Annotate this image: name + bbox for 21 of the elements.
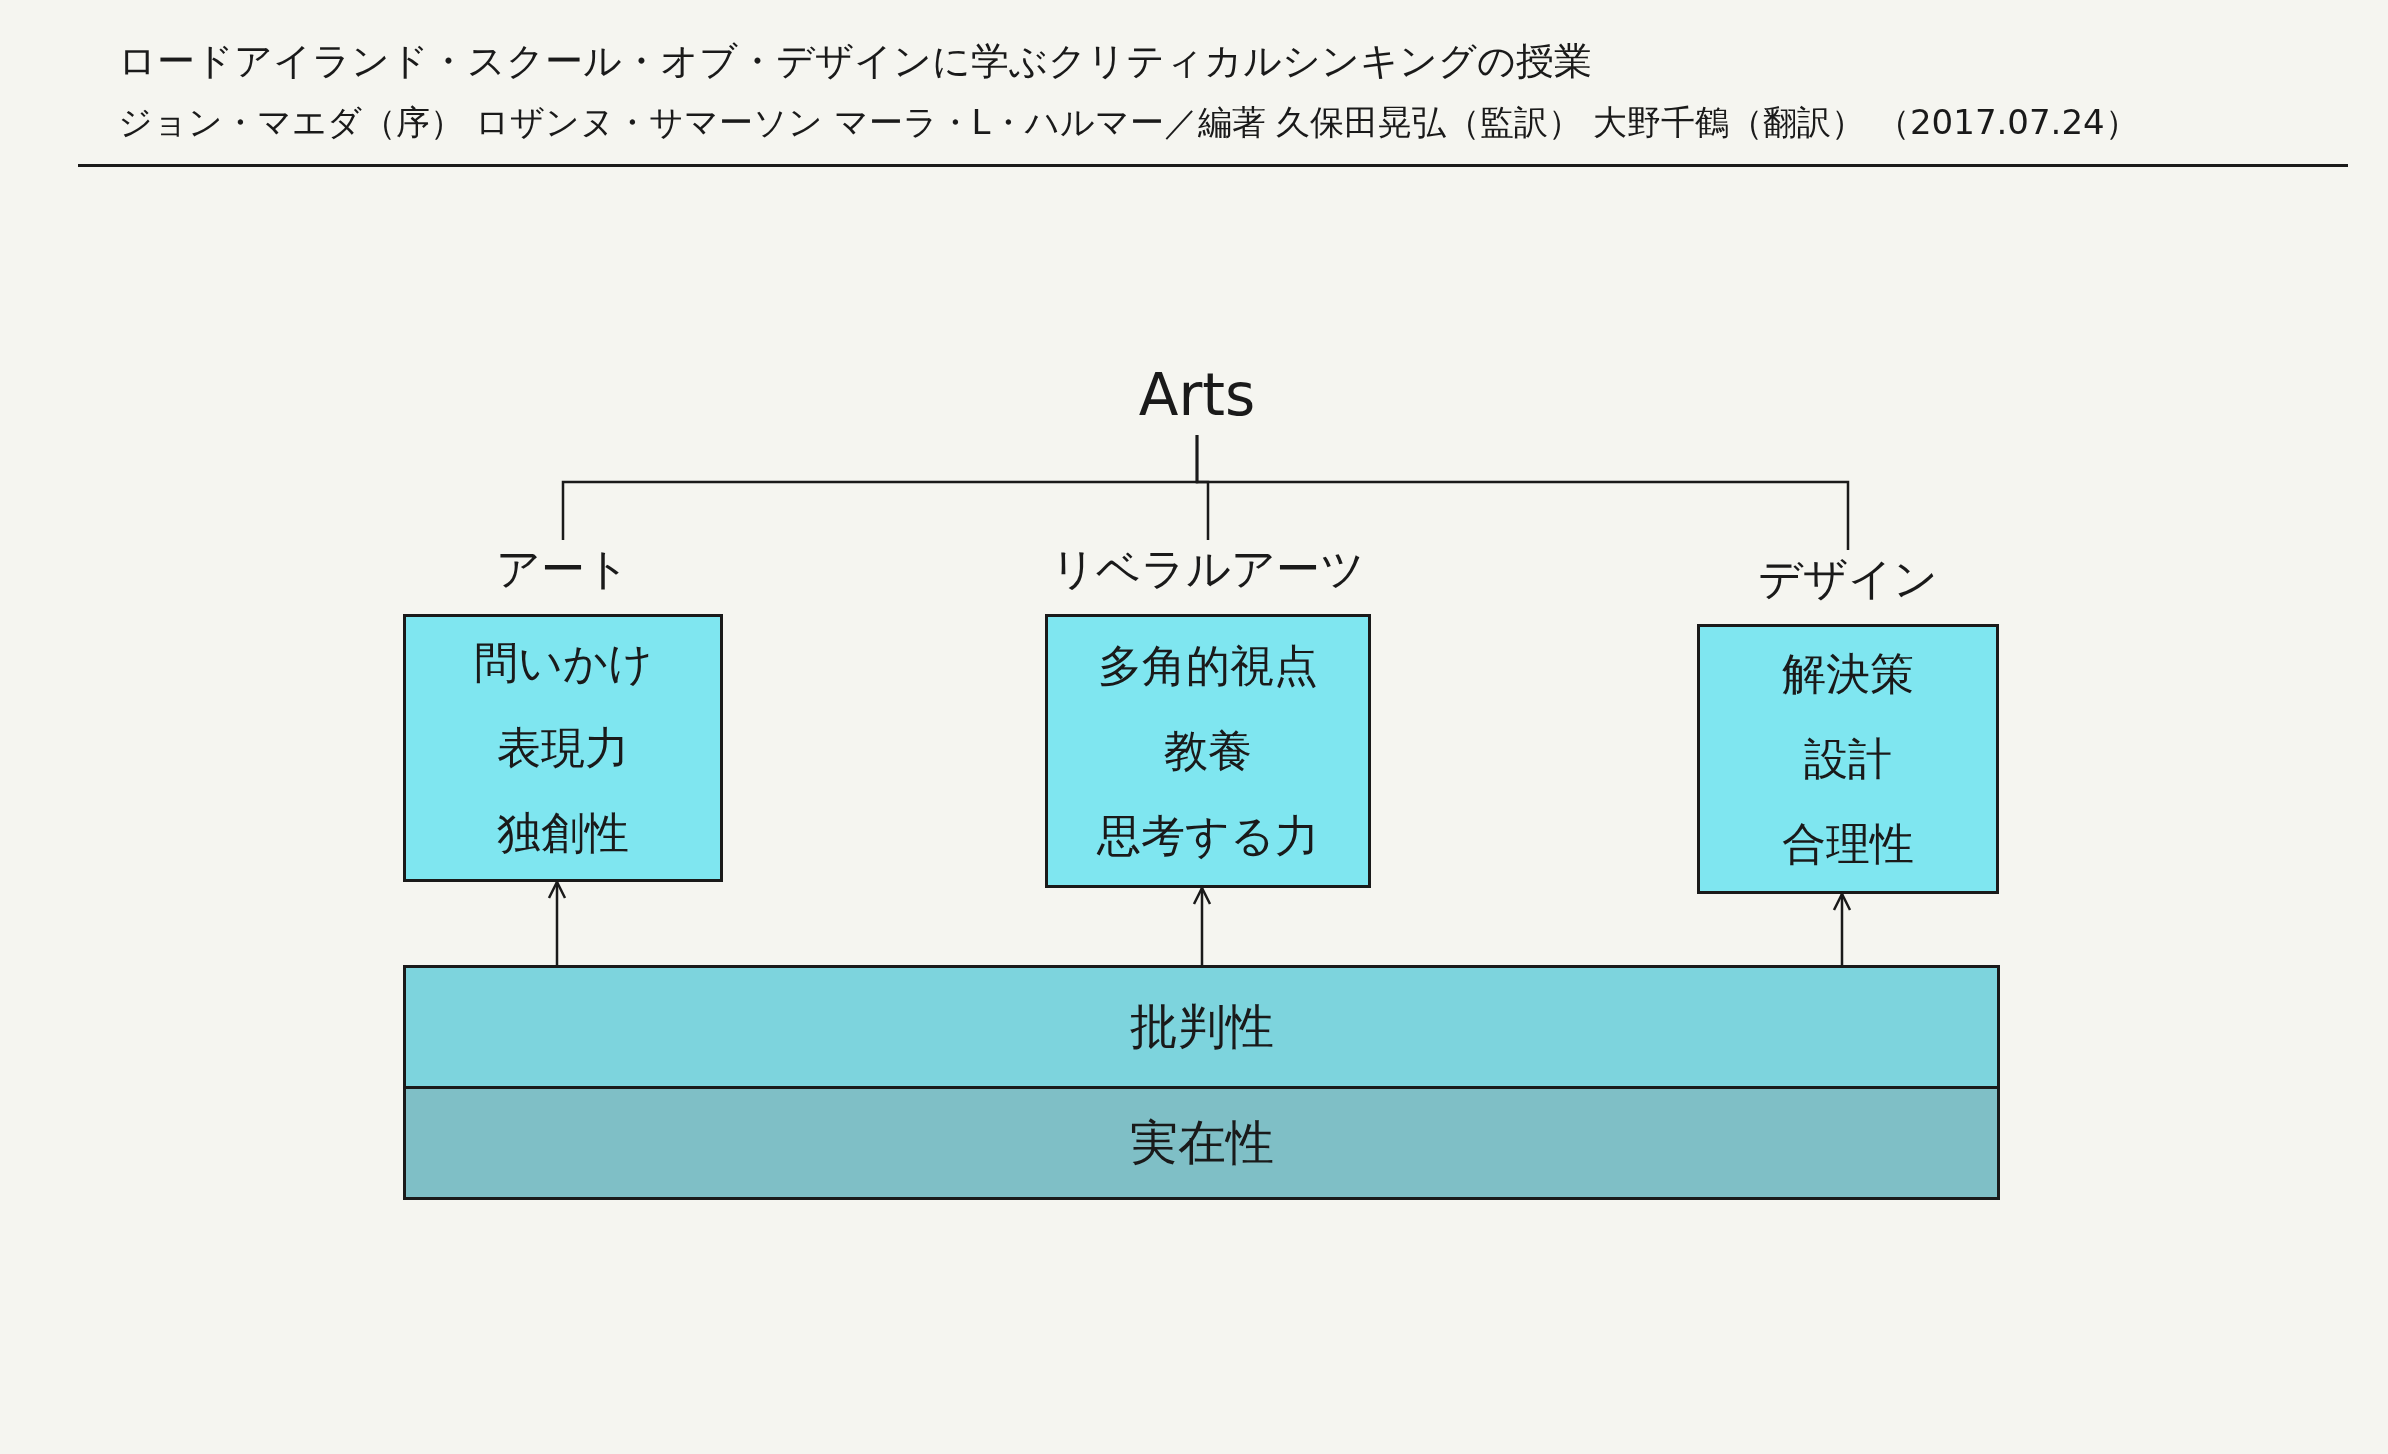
category-heading: リベラルアーツ xyxy=(1050,542,1366,596)
arrow xyxy=(1832,892,1852,965)
box-item: 解決策 xyxy=(1782,646,1914,701)
category-heading: アート xyxy=(495,542,631,596)
tree-connector xyxy=(1195,435,1850,550)
box-item: 合理性 xyxy=(1782,816,1914,871)
byline: ジョン・マエダ（序） ロザンヌ・サマーソン マーラ・L・ハルマー／編著 久保田晃弘（監訳） 大野千鶴（翻訳） （2017.07.24） xyxy=(118,101,2139,144)
box-item: 教養 xyxy=(1164,723,1252,778)
arrow xyxy=(1192,886,1212,965)
title: ロードアイランド・スクール・オブ・デザインに学ぶクリティカルシンキングの授業 xyxy=(118,38,1592,85)
box-item: 設計 xyxy=(1804,731,1892,786)
arrow xyxy=(547,880,567,965)
box-item: 多角的視点 xyxy=(1098,638,1318,693)
category-heading: デザイン xyxy=(1757,552,1939,606)
layer-band: 批判性 xyxy=(403,965,2000,1089)
box-item: 表現力 xyxy=(497,720,629,775)
box-item: 思考する力 xyxy=(1097,808,1319,863)
box-item: 独創性 xyxy=(497,805,629,860)
heading-text: Arts xyxy=(1097,355,1297,435)
layer-band: 実在性 xyxy=(403,1086,2000,1200)
box-item: 問いかけ xyxy=(473,635,653,690)
